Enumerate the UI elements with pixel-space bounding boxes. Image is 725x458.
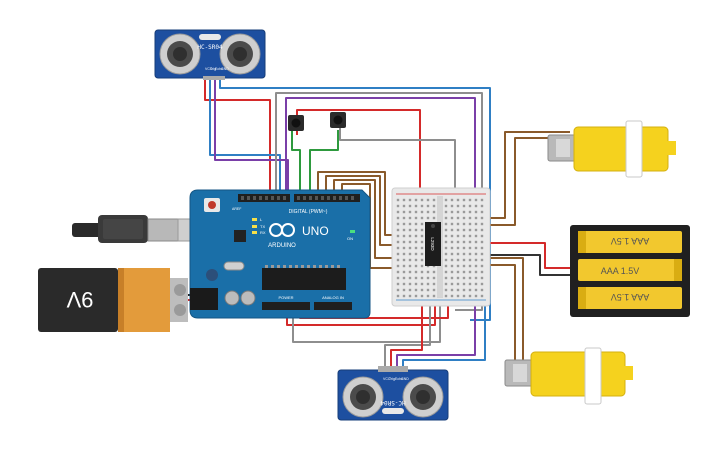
push-button-2[interactable] (330, 112, 346, 128)
ultrasonic-sensor-top[interactable]: HC-SR04 VCC Trig Echo GND (154, 29, 266, 80)
battery-cell-1: AAA 1.5V (578, 231, 682, 253)
svg-text:AAA 1.5V: AAA 1.5V (601, 266, 640, 276)
svg-text:Trig: Trig (389, 377, 395, 381)
svg-text:TX: TX (260, 224, 265, 229)
wire-pack-red (470, 242, 571, 269)
status-leds: L TX RX ON (252, 217, 355, 241)
svg-text:AAA 1.5V: AAA 1.5V (611, 292, 650, 302)
atmega-chip (262, 268, 346, 290)
sensor-bottom-label: HC-SR04 (380, 399, 406, 406)
wire-top-sensor-trig (209, 80, 281, 195)
battery-9v-label: 9V (66, 287, 93, 312)
wire-bottom-gnd (402, 300, 486, 370)
push-button-1[interactable] (288, 115, 304, 131)
power-label: POWER (278, 295, 293, 300)
arduino-uno-board[interactable]: DIGITAL (PWM~) AREF ARDUINO UNO L TX RX … (189, 189, 371, 319)
battery-9v[interactable]: 9V (38, 268, 188, 332)
wire-green-btn2 (309, 130, 339, 195)
svg-text:GND: GND (221, 67, 229, 71)
motor-driver-chip: L293D (425, 222, 441, 266)
svg-text:VCC: VCC (205, 67, 213, 71)
sensor-top-pins: VCC Trig Echo GND (205, 67, 229, 71)
wire-pack-black (470, 254, 571, 276)
wire-brown-1 (317, 171, 400, 236)
driver-chip-label: L293D (430, 237, 435, 251)
dc-motor-1[interactable] (547, 120, 676, 178)
digital-label: DIGITAL (PWM~) (289, 209, 328, 215)
arduino-logo: ARDUINO (268, 223, 296, 249)
svg-text:Echo: Echo (395, 377, 403, 381)
wire-green-btn1 (291, 130, 301, 195)
wire-bottom-trig (390, 300, 423, 370)
battery-cell-2: AAA 1.5V (578, 259, 682, 281)
wire-brown-3 (333, 179, 400, 259)
model-label: UNO (302, 224, 329, 238)
aaa-battery-pack[interactable]: AAA 1.5V AAA 1.5V AAA 1.5V (570, 225, 690, 317)
wire-brown-2 (325, 175, 400, 246)
wire-bottom-echo (396, 300, 476, 370)
svg-text:GND: GND (401, 377, 409, 381)
svg-text:ON: ON (347, 236, 353, 241)
svg-text:L: L (260, 217, 263, 222)
wire-brown-4 (341, 183, 400, 269)
wire-gray-btn2 (339, 118, 456, 190)
analog-label: ANALOG IN (322, 295, 344, 300)
wire-motor1-a (470, 137, 560, 226)
wire-gray-top (275, 92, 483, 311)
svg-text:RX: RX (260, 230, 266, 235)
svg-text:AAA 1.5V: AAA 1.5V (611, 236, 650, 246)
wire-bottom-vcc (384, 300, 431, 370)
battery-cell-3: AAA 1.5V (578, 287, 682, 309)
ultrasonic-sensor-bottom[interactable]: VCC Trig Echo GND HC-SR04 (337, 366, 449, 421)
wire-top-sensor-vcc (204, 80, 271, 195)
wire-top-sensor-gnd (219, 80, 491, 321)
sensor-top-label: HC-SR04 (197, 44, 223, 51)
brand-label: ARDUINO (268, 243, 296, 249)
sensor-bottom-pins: VCC Trig Echo GND (383, 377, 409, 381)
svg-text:Echo: Echo (215, 67, 223, 71)
svg-text:VCC: VCC (383, 377, 391, 381)
aref-label: AREF (232, 207, 241, 211)
svg-text:Trig: Trig (210, 67, 216, 71)
wire-gray-gnd (292, 300, 441, 343)
usb-cable (72, 215, 197, 243)
dc-motor-2[interactable] (504, 347, 633, 405)
power-jack (190, 288, 218, 310)
wire-top-sensor-echo (214, 80, 289, 195)
wire-red-button (296, 109, 421, 200)
